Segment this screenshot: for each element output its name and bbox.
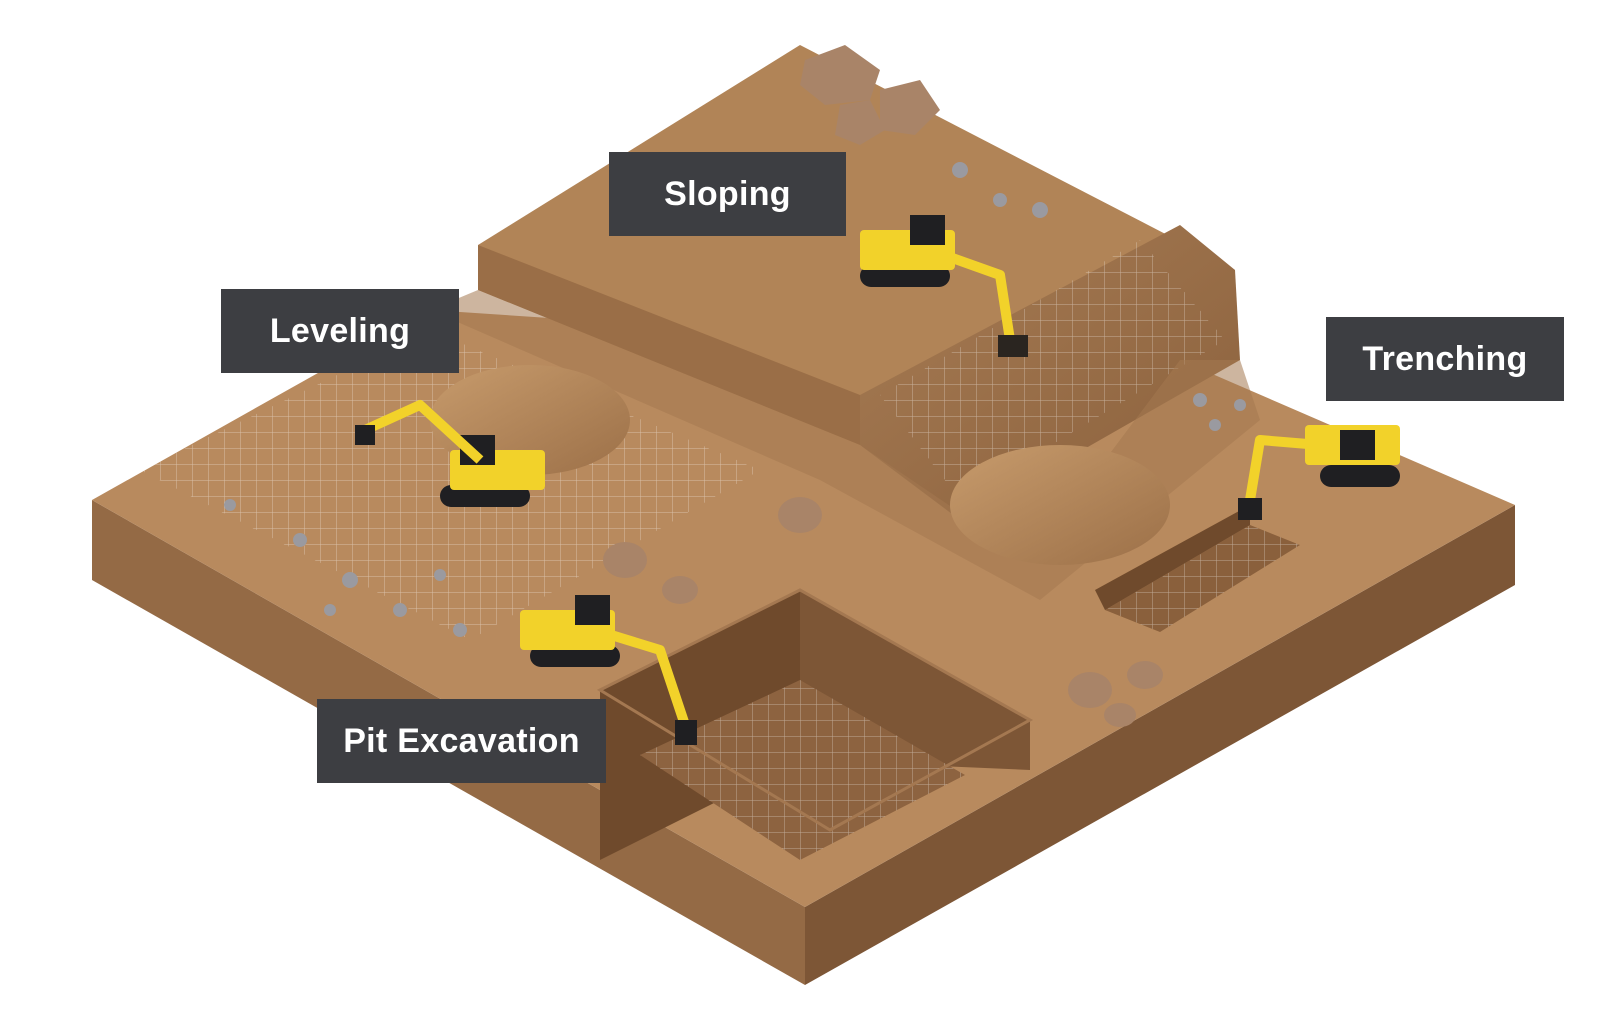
excavator-arm	[362, 400, 484, 464]
gravel-stone	[1234, 399, 1246, 411]
gravel-stone	[342, 572, 358, 588]
rock-icon	[800, 45, 880, 105]
gravel-stone	[1193, 393, 1207, 407]
rock-icon	[778, 497, 822, 533]
gravel-stone	[993, 193, 1007, 207]
rock-icon	[1104, 703, 1136, 727]
excavator-arm	[1245, 435, 1321, 501]
plateau-shoulder	[430, 290, 1260, 600]
sloped-face-grid	[880, 240, 1225, 500]
excavator-icon	[520, 595, 697, 745]
rock-pile-top	[800, 45, 940, 145]
excavator-arm	[593, 625, 690, 727]
excavator-icon	[860, 215, 1028, 357]
label-sloping: Sloping	[609, 152, 846, 236]
trench-wall	[1095, 505, 1250, 610]
excavator-cab	[575, 595, 610, 625]
excavator-bucket	[998, 335, 1028, 357]
rock-icon	[662, 576, 698, 604]
gravel-stone	[434, 569, 446, 581]
trench-grid	[1105, 525, 1300, 632]
rock-icon	[880, 80, 940, 135]
excavator-bucket	[355, 425, 375, 445]
excavator-icon	[355, 400, 545, 507]
rock-icon	[603, 542, 647, 578]
label-pit-excavation: Pit Excavation	[317, 699, 606, 783]
excavator-cab	[910, 215, 945, 245]
gravel-stone	[1032, 202, 1048, 218]
sloping-plateau	[430, 45, 1260, 600]
plateau-front-face	[478, 245, 860, 445]
trench	[1095, 505, 1300, 632]
excavator-track	[440, 485, 530, 507]
gravel-stone	[952, 162, 968, 178]
excavator-cab	[1340, 430, 1375, 460]
excavator-track	[1320, 465, 1400, 487]
terrain-front-right-face	[805, 505, 1515, 985]
excavator-icon	[1238, 425, 1400, 520]
gravel-stone	[324, 604, 336, 616]
gravel-stone	[1209, 419, 1221, 431]
gravel	[224, 162, 1246, 637]
pit-rim	[596, 588, 1034, 832]
gravel-stone	[393, 603, 407, 617]
gravel-stone	[293, 533, 307, 547]
excavator-bucket	[675, 720, 697, 745]
gravel-stone	[453, 623, 467, 637]
excavator-bucket	[1238, 498, 1262, 520]
rock-icon	[1127, 661, 1163, 689]
pit-back-left-wall	[600, 590, 800, 860]
excavator-track	[860, 265, 950, 287]
excavator-arm	[928, 245, 1015, 341]
label-leveling: Leveling	[221, 289, 459, 373]
gravel-stone	[224, 499, 236, 511]
label-trenching: Trenching	[1326, 317, 1564, 401]
dirt-mound-icon	[950, 445, 1170, 565]
rock-icon	[835, 100, 885, 145]
rocks-middle	[603, 497, 1163, 727]
excavator-track	[530, 645, 620, 667]
pit-floor-grid	[640, 680, 965, 860]
pit	[596, 588, 1034, 860]
rock-icon	[1068, 672, 1112, 708]
